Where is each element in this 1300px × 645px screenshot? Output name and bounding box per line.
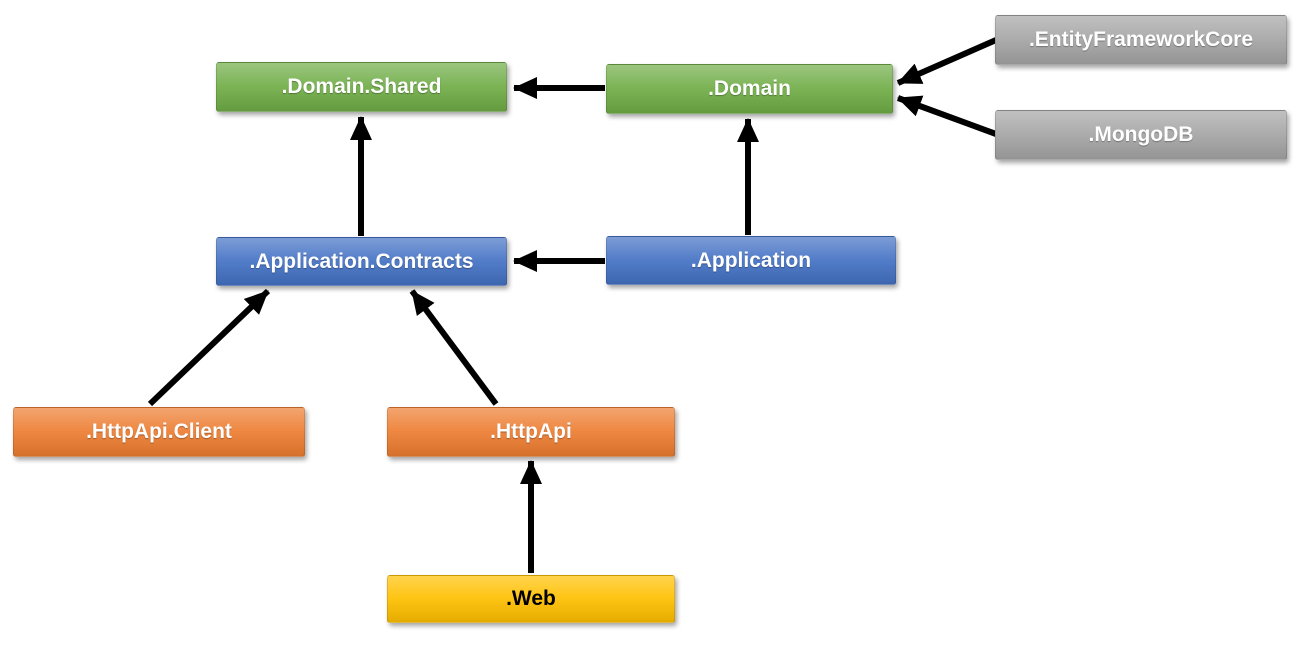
node-domain: .Domain bbox=[606, 64, 893, 114]
node-label-application: .Application bbox=[690, 248, 812, 272]
edge-httpapi-to-application-contracts bbox=[409, 289, 499, 406]
node-label-entity-framework-core: .EntityFrameworkCore bbox=[1028, 28, 1254, 51]
node-domain-shared: .Domain.Shared bbox=[216, 62, 507, 112]
node-httpapi-client: .HttpApi.Client bbox=[13, 407, 305, 457]
node-web: .Web bbox=[387, 575, 675, 623]
edge-httpapi-client-to-application-contracts bbox=[147, 288, 271, 407]
node-label-domain: .Domain bbox=[708, 77, 791, 100]
node-label-httpapi-client: .HttpApi.Client bbox=[86, 420, 232, 443]
node-httpapi: .HttpApi bbox=[387, 407, 675, 457]
node-application: .Application bbox=[606, 236, 896, 285]
node-label-domain-shared: .Domain.Shared bbox=[281, 75, 442, 98]
node-label-httpapi: .HttpApi bbox=[490, 420, 572, 443]
node-label-application-contracts: .Application.Contracts bbox=[249, 249, 474, 273]
edge-entity-framework-core-to-domain bbox=[896, 37, 998, 86]
node-label-mongodb: .MongoDB bbox=[1088, 123, 1194, 146]
node-label-web: .Web bbox=[506, 587, 556, 610]
node-mongodb: .MongoDB bbox=[995, 110, 1287, 160]
edge-mongodb-to-domain bbox=[896, 95, 998, 137]
node-entity-framework-core: .EntityFrameworkCore bbox=[995, 15, 1287, 65]
node-application-contracts: .Application.Contracts bbox=[216, 237, 507, 286]
